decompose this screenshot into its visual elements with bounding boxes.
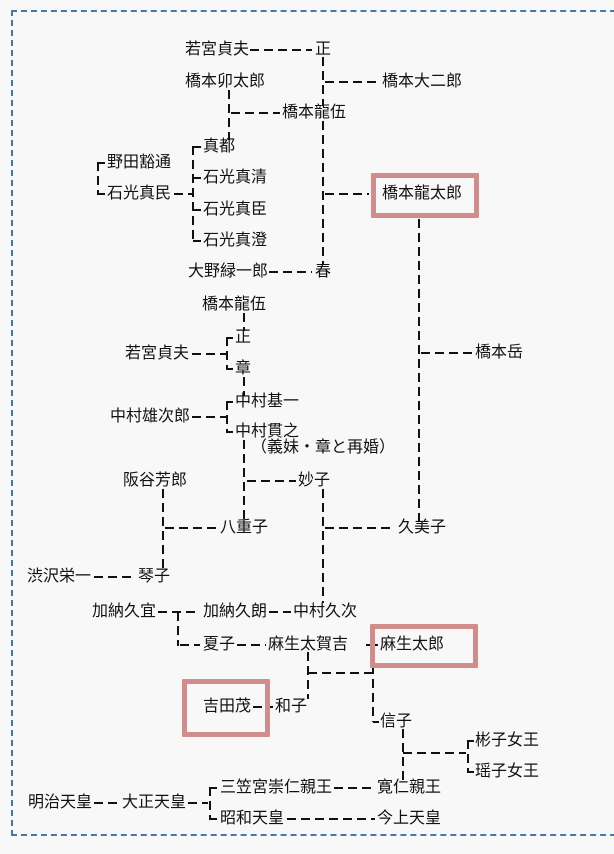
- person-kotoko: 琴子: [138, 568, 171, 585]
- highlight-box-aso-taro: [370, 624, 478, 668]
- person-kumiko: 久美子: [398, 519, 447, 536]
- person-hashimoto-gaku: 橋本岳: [475, 344, 524, 361]
- person-ishimitsu-masakiyo: 石光真清: [203, 169, 268, 186]
- person-ono-rokuichiro: 大野緑一郎: [188, 263, 269, 280]
- person-hashimoto-daijiro: 橋本大二郎: [382, 73, 463, 90]
- person-sakatani-yoshiro: 阪谷芳郎: [123, 472, 188, 489]
- person-nobuko: 信子: [380, 713, 413, 730]
- person-ishimitsu-maomi: 石光真臣: [203, 201, 268, 218]
- person-hashimoto-ryutaro: 橋本龍太郎: [382, 185, 463, 202]
- person-kano-hisayoshi: 加納久宜: [92, 603, 157, 620]
- person-shibusawa-eiichi: 渋沢栄一: [27, 568, 92, 585]
- person-hashimoto-ryugo-1: 橋本龍伍: [282, 104, 347, 121]
- person-hashimoto-ryugo-2: 橋本龍伍: [202, 296, 267, 313]
- person-nakamura-motoichi: 中村基一: [235, 393, 300, 410]
- person-nakamura-tsurayuki: 中村貫之: [235, 423, 300, 440]
- person-yoko-joo: 瑶子女王: [475, 763, 540, 780]
- person-taisho-tenno: 大正天皇: [122, 794, 187, 811]
- person-tadashi-2: 正: [235, 329, 252, 346]
- highlight-box-yoshida-shigeru: [182, 679, 270, 737]
- person-natsuko: 夏子: [203, 636, 236, 653]
- person-tadashi-1: 正: [315, 41, 332, 58]
- person-kazuko: 和子: [275, 698, 308, 715]
- person-wakamiya-sadao-2: 若宮貞夫: [125, 345, 190, 362]
- person-mikasanomiya-takahito: 三笠宮崇仁親王: [220, 779, 333, 796]
- person-hashimoto-utaro: 橋本卯太郎: [185, 73, 266, 90]
- person-yoshida-shigeru: 吉田茂: [203, 698, 252, 715]
- person-noda-hiromichi: 野田豁通: [107, 154, 172, 171]
- remarriage-note: （義妹・章と再婚）: [251, 439, 396, 456]
- person-mato: 真都: [203, 138, 236, 155]
- person-akiko-joo: 彬子女王: [475, 732, 540, 749]
- person-nakamura-hisaji: 中村久次: [293, 603, 358, 620]
- person-ishimitsu-masumi: 石光真澄: [203, 232, 268, 249]
- person-ishimitsu-matami: 石光真民: [107, 185, 172, 202]
- person-kinjo-tenno: 今上天皇: [377, 810, 442, 827]
- person-taeko: 妙子: [298, 472, 331, 489]
- person-yaeko: 八重子: [220, 519, 269, 536]
- person-tomohito-shinno: 寛仁親王: [377, 779, 442, 796]
- person-wakamiya-sadao-1: 若宮貞夫: [185, 41, 250, 58]
- person-kano-hisaakira: 加納久朗: [203, 603, 268, 620]
- person-haru: 春: [315, 263, 332, 280]
- person-showa-tenno: 昭和天皇: [220, 810, 285, 827]
- person-akira: 章: [235, 360, 252, 377]
- person-meiji-tenno: 明治天皇: [28, 794, 93, 811]
- person-aso-taro: 麻生太郎: [380, 636, 445, 653]
- highlight-box-hashimoto-ryutaro: [371, 173, 479, 218]
- person-nakamura-yujiro: 中村雄次郎: [110, 408, 191, 425]
- person-aso-takakichi: 麻生太賀吉: [268, 636, 349, 653]
